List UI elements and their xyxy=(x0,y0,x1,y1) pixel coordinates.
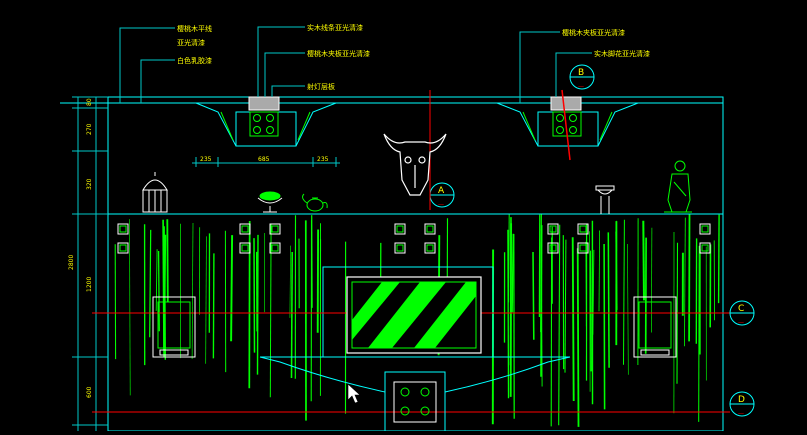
note-ceiling-mid-3: 射灯层板 xyxy=(307,82,335,91)
decor-square-inner xyxy=(702,226,708,232)
note-ceiling-left-1b: 亚光清漆 xyxy=(177,38,205,47)
wood-grain-line xyxy=(643,221,644,301)
left-dimension-chain xyxy=(72,97,108,431)
decor-square-inner xyxy=(580,245,586,251)
section-a-sub: — xyxy=(438,201,444,208)
wood-grain-line xyxy=(508,230,509,399)
dim-h-685: 685 xyxy=(258,156,270,163)
decor-square-inner xyxy=(120,245,126,251)
decor-square-inner xyxy=(242,226,248,232)
wood-grain-line xyxy=(586,242,587,327)
note-ceiling-left-2: 白色乳胶漆 xyxy=(177,56,212,65)
decor-square-inner xyxy=(550,226,556,232)
wood-grain-line xyxy=(685,218,686,347)
wood-grain-line xyxy=(578,248,579,427)
wood-grain-line xyxy=(573,237,574,401)
dim-left-600: 600 xyxy=(86,386,93,398)
decor-square-inner xyxy=(397,226,403,232)
decor-square-inner xyxy=(702,245,708,251)
wood-grain-line xyxy=(159,251,160,331)
pedestal-vase-icon xyxy=(596,186,614,214)
decor-square-row xyxy=(118,224,710,253)
wood-grain-line xyxy=(254,238,255,353)
wood-grain-line xyxy=(156,249,157,311)
mouse-cursor-icon xyxy=(348,384,360,403)
wood-grain-line xyxy=(533,252,534,340)
wood-grain-line xyxy=(608,232,609,367)
section-b-label: B xyxy=(578,68,584,78)
note-ceiling-right-1: 樱桃木夹板亚光清漆 xyxy=(562,28,625,37)
decor-square-inner xyxy=(120,226,126,232)
decor-square-inner xyxy=(427,226,433,232)
wood-grain-line xyxy=(719,215,720,304)
teapot-icon xyxy=(303,194,328,211)
wood-grain-line xyxy=(164,235,165,331)
decor-square-inner xyxy=(580,226,586,232)
television xyxy=(347,277,481,353)
dim-left-80: 80 xyxy=(86,98,93,106)
wood-grain-line xyxy=(206,236,207,363)
dim-h-235-right: 235 xyxy=(317,156,329,163)
wood-grain-line xyxy=(192,223,193,359)
wood-grain-line xyxy=(559,225,560,426)
wall-frame xyxy=(108,97,723,431)
section-b-sub: — xyxy=(578,83,584,90)
wood-grain-line xyxy=(292,252,293,378)
note-ceiling-right-2: 实木脚花亚光清漆 xyxy=(594,49,650,58)
dim-left-320: 320 xyxy=(86,178,93,190)
speaker-right xyxy=(634,297,676,357)
wood-grain-line xyxy=(699,246,700,422)
decor-square-inner xyxy=(550,245,556,251)
wood-grain-line xyxy=(624,220,625,365)
decor-square-inner xyxy=(272,226,278,232)
dim-left-270: 270 xyxy=(86,123,93,135)
wood-grain-line xyxy=(509,214,510,302)
wood-grain-line xyxy=(628,244,629,375)
section-mark-a: A — xyxy=(430,90,454,210)
section-d-label: D xyxy=(738,395,745,405)
wood-grain-line xyxy=(213,253,214,358)
note-ceiling-mid-2: 樱桃木夹板亚光清漆 xyxy=(307,49,370,58)
wood-grain-line xyxy=(565,240,566,373)
note-ceiling-mid-1: 实木线条亚光清漆 xyxy=(307,23,363,32)
wood-grain-line xyxy=(651,228,652,333)
dim-h-235-left: 235 xyxy=(200,156,212,163)
section-c-sub: — xyxy=(738,319,744,326)
wood-grain-line xyxy=(512,234,513,313)
gazebo-ornament-icon xyxy=(143,172,167,212)
wood-grain-line xyxy=(167,219,168,301)
note-ceiling-left-1: 樱桃木平线 xyxy=(177,24,212,33)
section-d-sub: — xyxy=(738,410,744,417)
dim-left-1200: 1200 xyxy=(86,277,93,292)
fruit-bowl-icon xyxy=(258,192,282,212)
warrior-statue-icon xyxy=(664,161,692,212)
decor-square-inner xyxy=(397,245,403,251)
section-a-label: A xyxy=(438,186,445,196)
decor-square-inner xyxy=(242,245,248,251)
decor-square-inner xyxy=(427,245,433,251)
ceiling-light-box-left xyxy=(196,97,336,146)
dim-left-2800: 2800 xyxy=(68,255,75,270)
wood-grain-line xyxy=(231,235,232,341)
wood-grain-line xyxy=(130,219,131,395)
wood-grain-line xyxy=(150,230,151,337)
wood-grain-line xyxy=(599,231,600,312)
bull-skull-icon xyxy=(384,134,446,195)
wood-grain-line xyxy=(604,244,605,409)
wood-grain-line xyxy=(290,246,291,318)
section-c-label: C xyxy=(738,304,744,314)
decor-square-inner xyxy=(272,245,278,251)
